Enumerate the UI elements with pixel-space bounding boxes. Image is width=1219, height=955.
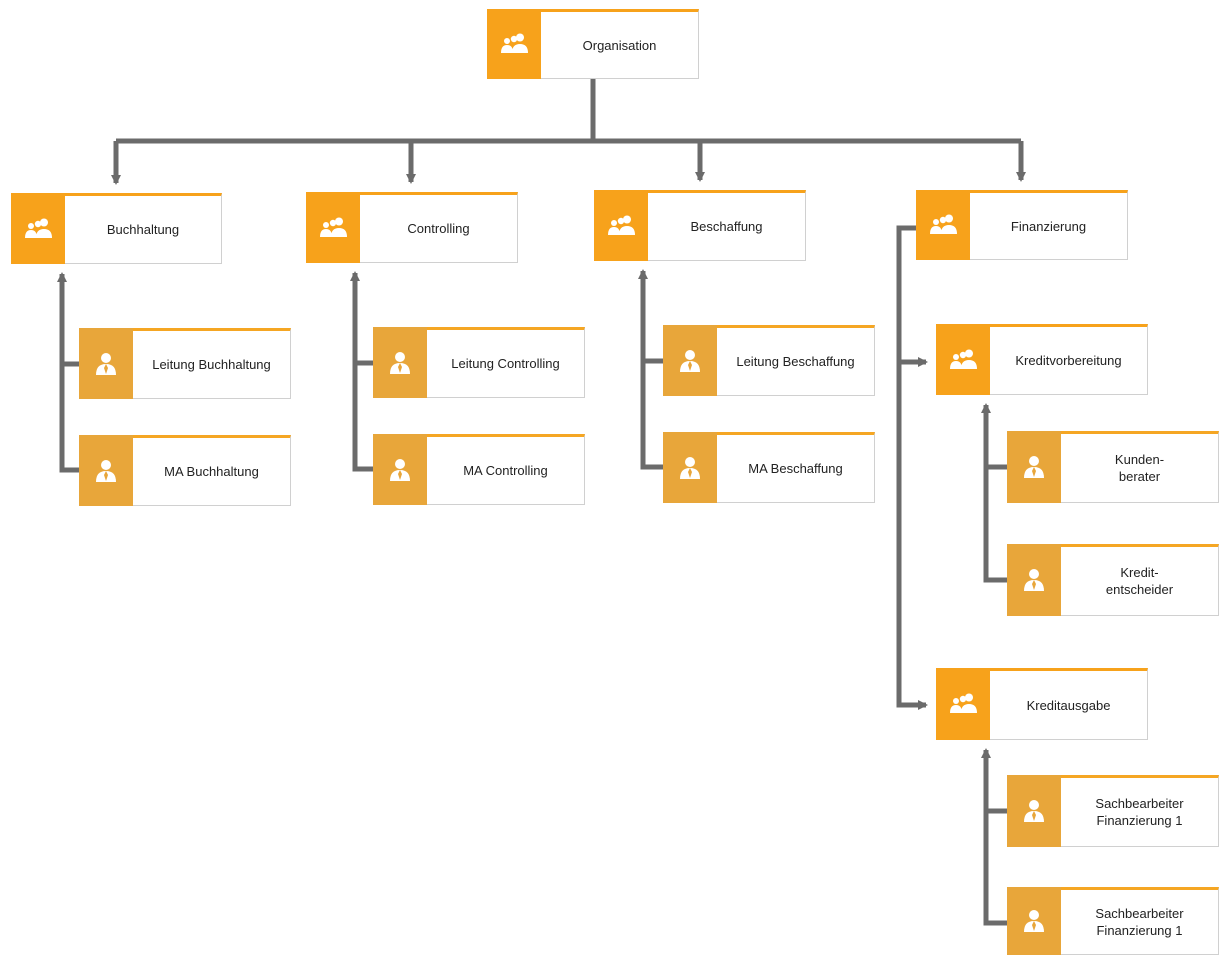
person-icon [373,327,427,398]
node-kreditvorbereitung[interactable]: Kreditvorbereitung [936,324,1148,395]
person-icon [1007,431,1061,503]
person-icon [1007,544,1061,616]
node-leitung-buchhaltung[interactable]: Leitung Buchhaltung [79,328,291,399]
node-label: Kreditvorbereitung [1015,353,1122,368]
group-icon [936,324,990,395]
node-label: Controlling [407,221,470,236]
node-kreditausgabe[interactable]: Kreditausgabe [936,668,1148,740]
node-ma-buchhaltung[interactable]: MA Buchhaltung [79,435,291,506]
group-icon [594,190,648,261]
node-finanzierung[interactable]: Finanzierung [916,190,1128,260]
node-organisation[interactable]: Organisation [487,9,699,79]
node-label: Leitung Controlling [451,356,560,371]
connector-buchhaltung-members [57,272,79,473]
node-controlling[interactable]: Controlling [306,192,518,263]
node-label: Leitung Buchhaltung [152,357,271,372]
node-label: Organisation [582,37,657,53]
node-label: Beschaffung [690,219,763,234]
node-beschaffung[interactable]: Beschaffung [594,190,806,261]
node-kundenberater[interactable]: Kunden- berater [1007,431,1219,503]
node-label: Buchhaltung [106,222,180,237]
node-label: Kredit- entscheider [1105,565,1174,597]
node-label: Kreditausgabe [1026,697,1111,713]
person-icon [79,435,133,506]
person-icon [79,328,133,399]
group-icon [916,190,970,260]
person-icon [663,325,717,396]
node-sachbearbeiter-finanzierung-2[interactable]: Sachbearbeiter Finanzierung 1 [1007,887,1219,955]
node-buchhaltung[interactable]: Buchhaltung [11,193,222,264]
node-label: Kunden- berater [1114,452,1165,484]
person-icon [373,434,427,505]
connector-beschaffung-members [638,269,663,470]
node-kreditentscheider[interactable]: Kredit- entscheider [1007,544,1219,616]
node-label: MA Beschaffung [748,461,843,476]
node-ma-controlling[interactable]: MA Controlling [373,434,585,505]
node-ma-beschaffung[interactable]: MA Beschaffung [663,432,875,503]
person-icon [663,432,717,503]
node-label: Sachbearbeiter Finanzierung 1 [1095,796,1184,828]
node-label: Leitung Beschaffung [736,354,855,369]
group-icon [11,193,65,264]
node-label: Sachbearbeiter Finanzierung 1 [1095,906,1184,938]
connector-kreditausgabe-members [981,748,1007,926]
person-icon [1007,887,1061,955]
connector-finanzierung-trunk [896,225,928,710]
connector-controlling-members [350,271,373,472]
node-leitung-controlling[interactable]: Leitung Controlling [373,327,585,398]
group-icon [306,192,360,263]
node-label: MA Controlling [463,463,548,478]
node-label: Finanzierung [1010,218,1087,234]
person-icon [1007,775,1061,847]
node-leitung-beschaffung[interactable]: Leitung Beschaffung [663,325,875,396]
node-sachbearbeiter-finanzierung-1[interactable]: Sachbearbeiter Finanzierung 1 [1007,775,1219,847]
group-icon [936,668,990,740]
group-icon [487,9,541,79]
node-label: MA Buchhaltung [164,464,259,479]
connector-kreditvorbereitung-members [981,403,1007,583]
